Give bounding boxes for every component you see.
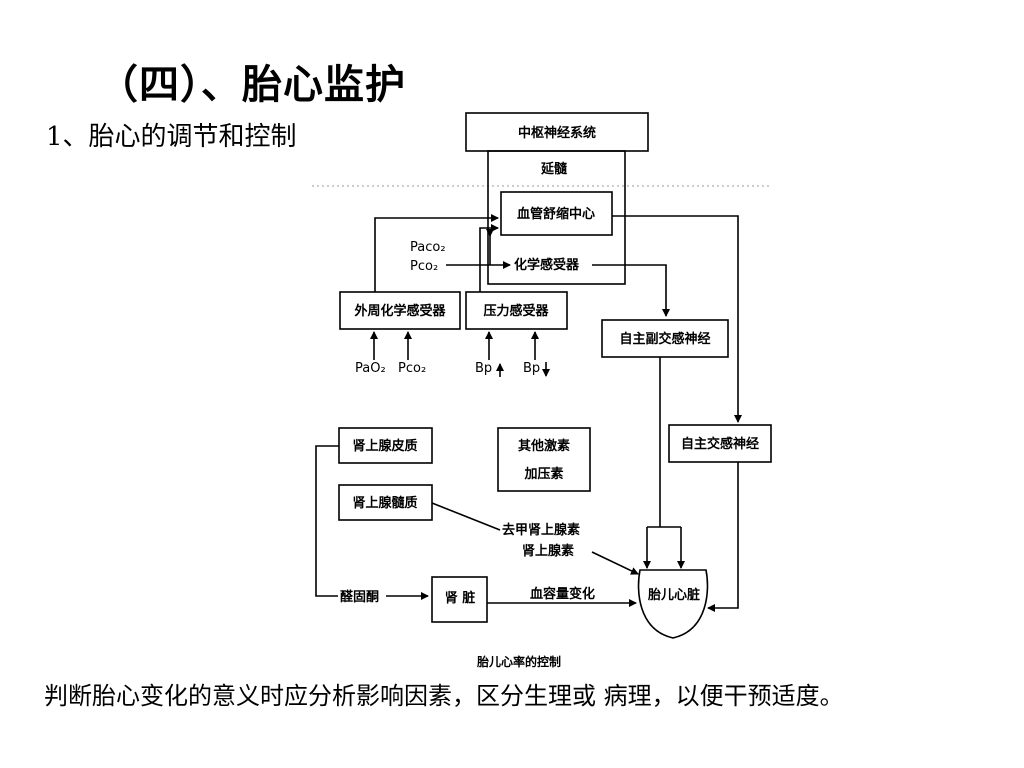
- adrenal-cortex-label: 肾上腺皮质: [352, 438, 417, 454]
- slide-footer-note: 判断胎心变化的意义时应分析影响因素，区分生理或 病理，以便干预适度。: [44, 682, 844, 710]
- adrenal-medulla-box: [338, 484, 433, 521]
- peripheral-chemo-box: [339, 291, 461, 330]
- sympathetic-label: 自主交感神经: [681, 436, 759, 452]
- medulla-label: 延髓: [540, 161, 568, 177]
- pco2-bottom-label: Pco₂: [398, 361, 426, 376]
- fetal-heart-shape: [637, 569, 709, 639]
- kidney-label: 肾 脏: [445, 590, 476, 606]
- chemoreceptor-label: 化学感受器: [514, 257, 580, 273]
- pco2-top-label: Pco₂: [410, 259, 438, 274]
- vasomotor-to-sympathetic-arrow: [612, 215, 742, 423]
- hormones-to-heart-arrow: [591, 551, 639, 575]
- vasomotor-center-box: [500, 191, 613, 236]
- other-hormones-box: [497, 427, 591, 492]
- kidney-box: [431, 576, 488, 623]
- cns-box: [465, 112, 649, 152]
- parasympathetic-label: 自主副交感神经: [619, 331, 710, 347]
- vasopressin-label: 加压素: [523, 466, 563, 482]
- chemo-to-parasym-arrow: [592, 264, 670, 317]
- diagram-caption: 胎儿心率的控制: [477, 654, 561, 669]
- fetal-heart-label: 胎儿心脏: [648, 587, 700, 603]
- cns-label: 中枢神经系统: [518, 125, 596, 141]
- medulla-to-norepinephrine-line: [431, 502, 501, 531]
- other-hormones-label: 其他激素: [518, 438, 570, 454]
- baroreceptor-label: 压力感受器: [483, 303, 549, 319]
- peripheral-to-vasomotor-arrow: [374, 214, 499, 292]
- cortex-to-aldosterone-line: [315, 445, 339, 597]
- peripheral-chemo-label: 外周化学感受器: [353, 303, 446, 319]
- adrenal-medulla-label: 肾上腺髓质: [352, 495, 417, 511]
- baroreceptor-to-vasomotor-arrow: [479, 224, 499, 292]
- paco2-label: Paco₂: [410, 240, 446, 255]
- norepinephrine-label: 去甲肾上腺素: [502, 522, 580, 538]
- pao2-label: PaO₂: [355, 361, 386, 376]
- slide-title: （四）、胎心监护: [98, 61, 406, 108]
- sympathetic-to-heart-arrow: [707, 462, 739, 612]
- blood-volume-label: 血容量变化: [530, 586, 595, 602]
- adrenal-cortex-box: [338, 427, 433, 464]
- parasympathetic-box: [601, 319, 729, 358]
- slide-subtitle: 1、胎心的调节和控制: [46, 122, 297, 152]
- bp-down-label: Bp: [523, 361, 540, 376]
- bp-up-label: Bp: [475, 361, 492, 376]
- sympathetic-box: [668, 424, 772, 463]
- vasomotor-center-label: 血管舒缩中心: [517, 206, 595, 222]
- aldosterone-label: 醛固酮: [340, 589, 379, 605]
- epinephrine-label: 肾上腺素: [522, 543, 574, 559]
- baroreceptor-box: [465, 291, 568, 330]
